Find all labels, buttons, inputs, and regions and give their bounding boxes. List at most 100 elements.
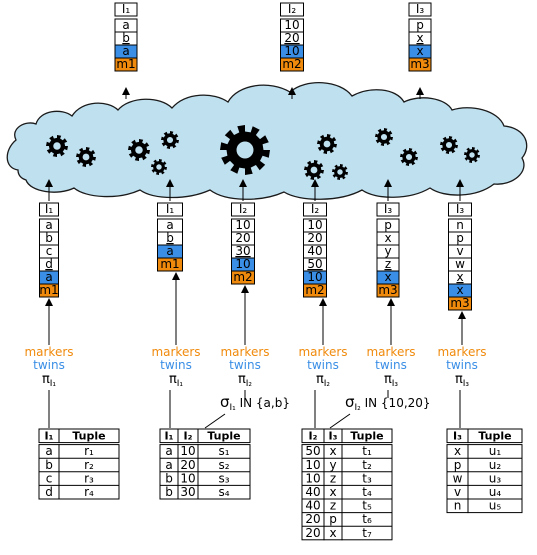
value-cell-text: d <box>45 257 53 271</box>
marker-cell-text: m3 <box>450 296 469 310</box>
stack-header-cell <box>303 202 327 217</box>
marker-cell-text: m2 <box>233 270 252 284</box>
stack-header: I₁ <box>166 202 175 216</box>
arrows-group <box>45 87 466 429</box>
markers-label: markers <box>298 345 347 359</box>
gear-icon <box>317 134 337 154</box>
gear-hole <box>53 142 61 150</box>
marker-cell-text: m3 <box>410 57 429 71</box>
projection-label: πI₁ <box>42 372 56 389</box>
value-cell-text: b <box>45 231 53 245</box>
markers-label: markers <box>220 345 269 359</box>
twins-label: twins <box>33 358 65 372</box>
table-header: Tuple <box>72 430 105 443</box>
twin-cell-text: x <box>384 270 391 284</box>
twin-cell-text: a <box>45 270 52 284</box>
projection-attr: I₁ <box>177 379 184 389</box>
edge-line <box>329 413 351 429</box>
table-cell: u₄ <box>489 485 502 499</box>
gear-icon <box>440 136 458 154</box>
table-cell: d <box>45 485 53 499</box>
gear-icon <box>128 139 150 161</box>
table-cell: 10 <box>180 471 195 485</box>
projection-attr: I₃ <box>392 379 399 389</box>
selection-attr: I₁ <box>230 403 237 413</box>
value-cell-text: x <box>456 270 463 284</box>
stacks-group: I₁abcdam1I₁abam1I₂10203010m2I₂1020405010… <box>39 2 472 311</box>
table-cell: x <box>329 444 336 458</box>
gear-hole <box>337 169 343 175</box>
marker-cell <box>114 57 138 72</box>
twins-label: twins <box>307 358 339 372</box>
value-cell-text: 20 <box>307 231 322 245</box>
stack-header: I₃ <box>384 202 393 216</box>
table-cell: 20 <box>180 458 195 472</box>
table-cell: t₆ <box>362 512 372 526</box>
table-cell: 50 <box>305 444 320 458</box>
value-cell-text: b <box>122 31 130 45</box>
table-column <box>467 444 523 514</box>
table-cell: t₁ <box>362 444 372 458</box>
value-cell-text: p <box>416 18 424 32</box>
table-cell: c <box>46 471 53 485</box>
projection-attr: I₃ <box>463 379 470 389</box>
gear-hole <box>323 140 331 148</box>
projection-label: πI₃ <box>384 372 398 389</box>
projection-label: πI₂ <box>238 372 252 389</box>
labels-group: markerstwinsπI₁markerstwinsπI₁markerstwi… <box>24 345 486 413</box>
table-header-cell <box>197 428 251 444</box>
table-header: Tuple <box>350 430 383 443</box>
twin-cell-text: 10 <box>307 270 322 284</box>
table-cell: 40 <box>305 485 320 499</box>
selection-label: σI₁ IN {a,b} <box>220 393 290 413</box>
table-cell: s₃ <box>218 471 229 485</box>
table-cell: 10 <box>305 471 320 485</box>
table-cell: v <box>454 485 461 499</box>
table-cell: a <box>165 444 172 458</box>
stack-header: I₂ <box>288 2 297 16</box>
pi-symbol: π <box>42 372 50 387</box>
edge-line <box>204 413 226 429</box>
table-cell: u₅ <box>489 499 502 513</box>
marker-cell <box>231 270 255 285</box>
table-header-cell <box>467 428 523 444</box>
markers-label: markers <box>24 345 73 359</box>
twins-label: twins <box>446 358 478 372</box>
projection-attr: I₂ <box>324 379 331 389</box>
value-cell-text: c <box>46 244 53 258</box>
gear-icon <box>161 131 179 149</box>
pi-symbol: π <box>238 372 246 387</box>
markers-label: markers <box>151 345 200 359</box>
table-header: I₃ <box>453 430 462 443</box>
gear-icon <box>151 159 167 175</box>
table-cell: s₄ <box>218 485 229 499</box>
value-cell-text: 10 <box>307 218 322 232</box>
table-cell: x <box>329 526 336 540</box>
table-cell: 20 <box>305 512 320 526</box>
value-cell-text: 20 <box>235 231 250 245</box>
gears-group <box>46 125 480 180</box>
stack-header: I₂ <box>239 202 248 216</box>
value-cell-text: y <box>384 244 391 258</box>
table-cell: z <box>330 471 336 485</box>
stack-header: I₁ <box>45 202 54 216</box>
marker-cell-text: m3 <box>378 283 397 297</box>
table-header: Tuple <box>478 430 511 443</box>
marker-cell <box>376 283 400 298</box>
marker-cell-text: m1 <box>39 283 58 297</box>
gear-hole <box>236 141 254 159</box>
twins-label: twins <box>375 358 407 372</box>
table-cell: t₃ <box>362 471 372 485</box>
table-header: I₁ <box>45 430 54 443</box>
